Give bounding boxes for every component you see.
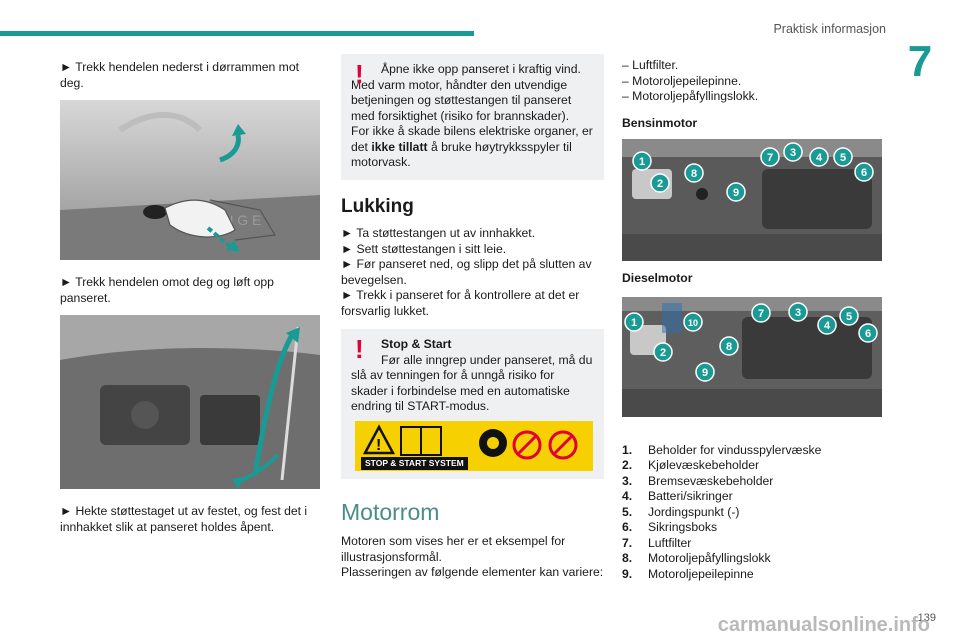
motorrom-list-item: – Motoroljepåfyllingslokk. (622, 89, 759, 103)
callout-marker: 10 (683, 311, 703, 332)
engine-legend: 1.Beholder for vindusspylervæske 2.Kjøle… (622, 443, 888, 583)
legend-item: 4.Batteri/sikringer (622, 489, 733, 503)
chapter-number: 7 (907, 37, 933, 86)
warning-box-opening: ! Åpne ikke opp panseret i kraftig vind.… (341, 54, 604, 180)
callout-marker: 7 (760, 147, 780, 167)
warning-box-stop-start: ! Stop & Start Før alle inngrep under pa… (341, 329, 604, 479)
callout-marker: 8 (719, 335, 739, 356)
svg-text:9: 9 (702, 367, 708, 379)
legend-item: 7.Luftfilter (622, 535, 692, 550)
callout-marker: 8 (684, 163, 704, 183)
warning-icon: ! (355, 59, 364, 89)
lukking-step: ► Sett støttestangen i sitt leie. (341, 241, 507, 256)
step-pull-lever: ► Trekk hendelen nederst i dørrammen mot… (60, 60, 299, 90)
svg-text:3: 3 (790, 147, 796, 159)
no-tool-icon (548, 430, 578, 459)
svg-text:1: 1 (631, 317, 637, 329)
svg-text:2: 2 (657, 178, 663, 190)
legend-item: 3.Bremsevæskebeholder (622, 473, 774, 488)
callout-marker: 9 (726, 182, 746, 202)
svg-text:5: 5 (840, 152, 846, 164)
motorrom-intro-2: Plasseringen av følgende elementer kan v… (341, 565, 604, 579)
svg-text:8: 8 (691, 168, 697, 180)
column-middle: ! Åpne ikke opp panseret i kraftig vind.… (341, 54, 604, 581)
warning-emphasis: ikke tillatt (371, 139, 428, 154)
svg-text:8: 8 (726, 341, 732, 353)
callout-marker: 2 (653, 341, 673, 362)
callout-marker: 2 (650, 173, 670, 193)
svg-text:4: 4 (816, 152, 823, 164)
callout-marker: 9 (695, 361, 715, 382)
step-hook-prop: ► Hekte støttestaget ut av festet, og fe… (60, 504, 308, 534)
subheading-dieselmotor: Dieselmotor (622, 271, 693, 285)
callout-marker: 6 (854, 162, 874, 182)
svg-text:2: 2 (660, 347, 666, 359)
legend-item: 8.Motoroljepåfyllingslokk (622, 551, 771, 565)
step-lift-hood: ► Trekk hendelen omot deg og løft opp pa… (60, 275, 274, 305)
svg-text:3: 3 (795, 307, 801, 319)
svg-text:1: 1 (639, 156, 645, 168)
warning-text: Med varm motor, håndter den utvendige be… (351, 77, 572, 123)
warning-icon: ! (355, 334, 364, 364)
svg-text:6: 6 (865, 328, 871, 340)
column-left: ► Trekk hendelen nederst i dørrammen mot… (60, 60, 322, 535)
watermark: carmanualsonline.info (717, 614, 930, 636)
svg-text:10: 10 (688, 318, 698, 328)
section-title: Praktisk informasjon (773, 22, 886, 36)
motorrom-intro: Motoren som vises her er et eksempel for… (341, 534, 566, 564)
warning-text-2: For ikke å skade bilens elektriske organ… (351, 124, 593, 169)
heading-lukking: Lukking (341, 196, 414, 217)
callout-marker: 4 (817, 314, 837, 335)
lukking-step: ► Ta støttestangen ut av innhakket. (341, 226, 536, 240)
stop-start-label-sticker: ! STOP & START SYSTEM (355, 420, 593, 471)
svg-text:7: 7 (767, 152, 773, 164)
warning-line: Åpne ikke opp panseret i kraftig vind. (381, 62, 581, 76)
heading-motorrom: Motorrom (341, 499, 440, 525)
stop-start-label: STOP & START SYSTEM (361, 456, 468, 470)
callout-marker: 6 (858, 322, 878, 343)
callout-marker: 5 (833, 147, 853, 167)
stop-start-line: Før alle inngrep under panseret, må du (381, 352, 593, 367)
header-accent-bar (0, 31, 474, 36)
photo-hood-prop (60, 315, 320, 489)
svg-text:7: 7 (758, 308, 764, 320)
legend-item: 9.Motoroljepeilepinne (622, 566, 754, 581)
legend-item: 1.Beholder for vindusspylervæske (622, 442, 822, 457)
callout-marker: 1 (632, 151, 652, 171)
motorrom-list-item: – Motoroljepeilepinne. (622, 73, 742, 88)
svg-text:!: ! (376, 437, 381, 454)
warning-triangle-icon (362, 423, 396, 454)
svg-text:4: 4 (824, 320, 831, 332)
stop-start-title: Stop & Start (381, 337, 452, 351)
svg-text:9: 9 (733, 187, 739, 199)
callout-marker: 5 (839, 305, 859, 326)
svg-text:6: 6 (861, 167, 867, 179)
subheading-bensinmotor: Bensinmotor (622, 115, 698, 130)
column-right: – Luftfilter. – Motoroljepeilepinne. – M… (622, 58, 888, 582)
callout-marker: 3 (783, 142, 803, 162)
callout-marker: 3 (788, 301, 808, 322)
no-hand-icon (512, 430, 542, 459)
page-number: 139 (917, 612, 936, 624)
lukking-step: ► Før panseret ned, og slipp det på slut… (341, 257, 592, 287)
callout-marker: 7 (751, 302, 771, 323)
svg-text:5: 5 (846, 311, 852, 323)
callout-marker: 4 (809, 147, 829, 167)
photo-diesel-engine: 1 2 9 10 8 7 3 4 5 6 (622, 296, 882, 417)
legend-item: 5.Jordingspunkt (-) (622, 504, 740, 519)
lukking-step: ► Trekk i panseret for å kontrollere at … (341, 288, 580, 318)
callout-marker: 1 (624, 311, 644, 332)
legend-item: 2.Kjølevæskebeholder (622, 458, 760, 472)
legend-item: 6.Sikringsboks (622, 520, 718, 534)
motorrom-list-item: – Luftfilter. (622, 58, 679, 72)
stop-start-text: slå av tenningen for å unngå risiko for … (351, 368, 570, 413)
photo-hood-lever: E U G E (60, 100, 320, 260)
